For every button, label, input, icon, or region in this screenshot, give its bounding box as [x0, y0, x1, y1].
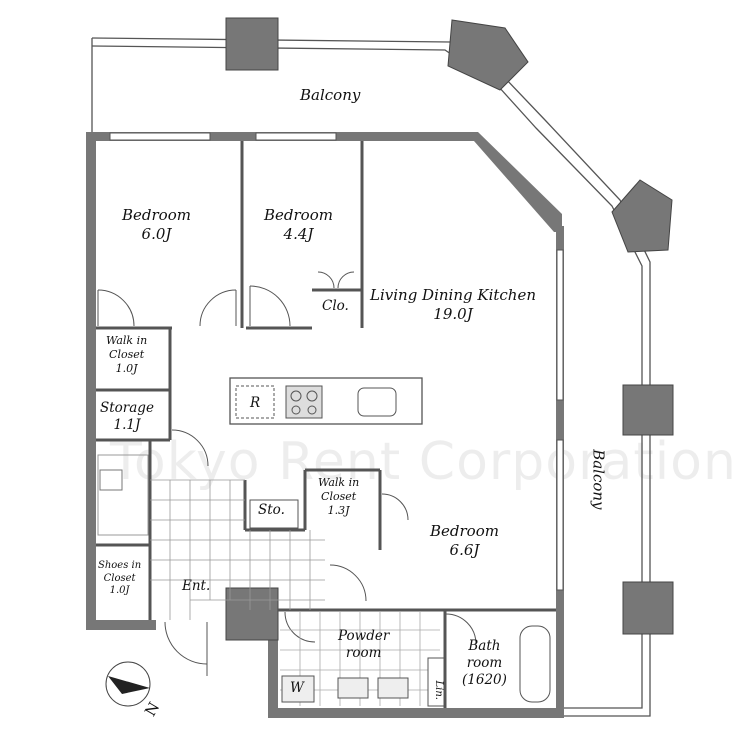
door-walkin2 — [381, 493, 409, 521]
column-entrance — [225, 587, 279, 641]
column-right-low — [622, 581, 674, 635]
hall-tiles — [150, 479, 325, 620]
door-bedroom2 — [249, 285, 291, 327]
wall-left — [86, 132, 96, 630]
cooktop-icon — [285, 385, 323, 419]
compass-icon — [105, 661, 151, 707]
label-linen: Lin. — [432, 680, 444, 700]
wall-bottom — [268, 708, 564, 718]
label-washer: W — [290, 680, 304, 696]
door-bedroom1b — [199, 289, 237, 327]
sink-icon — [357, 387, 397, 417]
wall-bottom-left — [86, 620, 156, 630]
door-storage — [171, 429, 209, 467]
wall-diagonal — [386, 132, 562, 232]
door-powder — [284, 611, 316, 643]
washer-box — [281, 675, 315, 703]
wall-bath-left — [268, 610, 278, 718]
bathtub-icon — [519, 625, 551, 703]
watermark: Tokyo Rent Corporation ltd. — [110, 432, 740, 492]
washbasin-right — [377, 677, 409, 699]
label-sto: Sto. — [258, 502, 285, 518]
label-balcony-top: Balcony — [300, 86, 361, 104]
label-closet-clo: Clo. — [322, 298, 349, 314]
column-top — [225, 17, 279, 71]
label-entrance: Ent. — [182, 578, 211, 594]
column-top-corner — [447, 19, 529, 91]
column-right-corner — [611, 179, 673, 253]
door-bedroom1 — [97, 289, 135, 327]
door-entrance — [164, 621, 208, 665]
column-right-mid — [622, 384, 674, 436]
washbasin-left — [337, 677, 369, 699]
door-bedroom3 — [329, 564, 367, 602]
label-balcony-right: Balcony — [589, 449, 608, 510]
label-fridge: R — [250, 395, 261, 411]
wall-top-left — [86, 132, 386, 141]
door-bath — [445, 613, 477, 645]
